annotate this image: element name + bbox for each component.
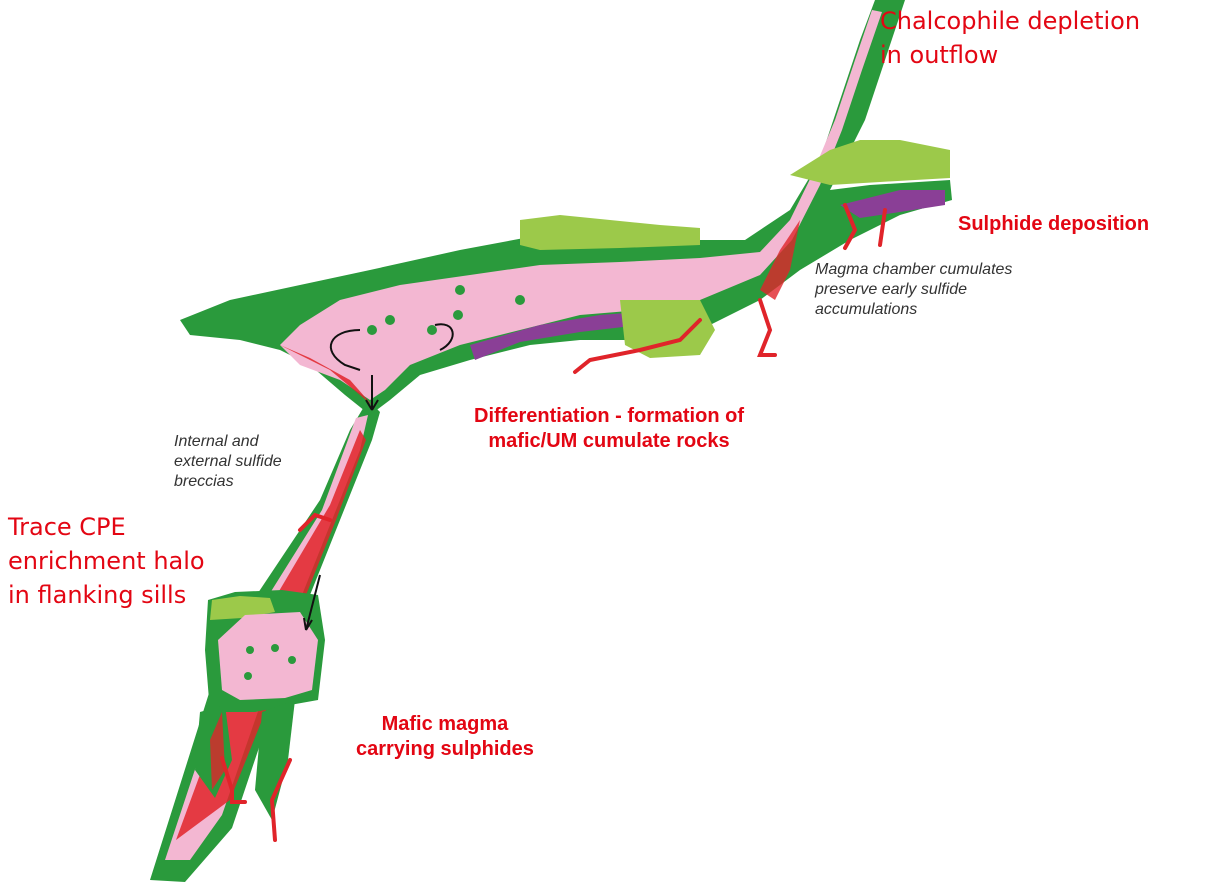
trace-cpe-line-1: Trace CPE	[8, 510, 205, 544]
breccias-line-3: breccias	[174, 472, 282, 492]
mafic-magma-line-2: carrying sulphides	[356, 737, 534, 762]
breccias-line-1: Internal and	[174, 432, 282, 452]
sulphide-deposition-label: Sulphide deposition	[958, 212, 1149, 237]
trace-cpe-label: Trace CPE enrichment halo in flanking si…	[8, 510, 205, 612]
chalcophile-line-2: in outflow	[880, 38, 1140, 72]
magma-chamber-line-1: Magma chamber cumulates	[815, 260, 1012, 280]
differentiation-line-2: mafic/UM cumulate rocks	[474, 429, 744, 454]
differentiation-label: Differentiation - formation of mafic/UM …	[474, 404, 744, 454]
trace-cpe-line-2: enrichment halo	[8, 544, 205, 578]
chalcophile-line-1: Chalcophile depletion	[880, 4, 1140, 38]
magma-chamber-line-2: preserve early sulfide	[815, 280, 1012, 300]
upper-sill	[180, 0, 952, 415]
differentiation-line-1: Differentiation - formation of	[474, 404, 744, 429]
mafic-magma-label: Mafic magma carrying sulphides	[356, 712, 534, 762]
magma-chamber-label: Magma chamber cumulates preserve early s…	[815, 260, 1012, 320]
breccias-label: Internal and external sulfide breccias	[174, 432, 282, 492]
chalcophile-depletion-label: Chalcophile depletion in outflow	[880, 4, 1140, 72]
mafic-magma-line-1: Mafic magma	[356, 712, 534, 737]
magma-chamber-line-3: accumulations	[815, 300, 1012, 320]
trace-cpe-line-3: in flanking sills	[8, 578, 205, 612]
breccias-line-2: external sulfide	[174, 452, 282, 472]
